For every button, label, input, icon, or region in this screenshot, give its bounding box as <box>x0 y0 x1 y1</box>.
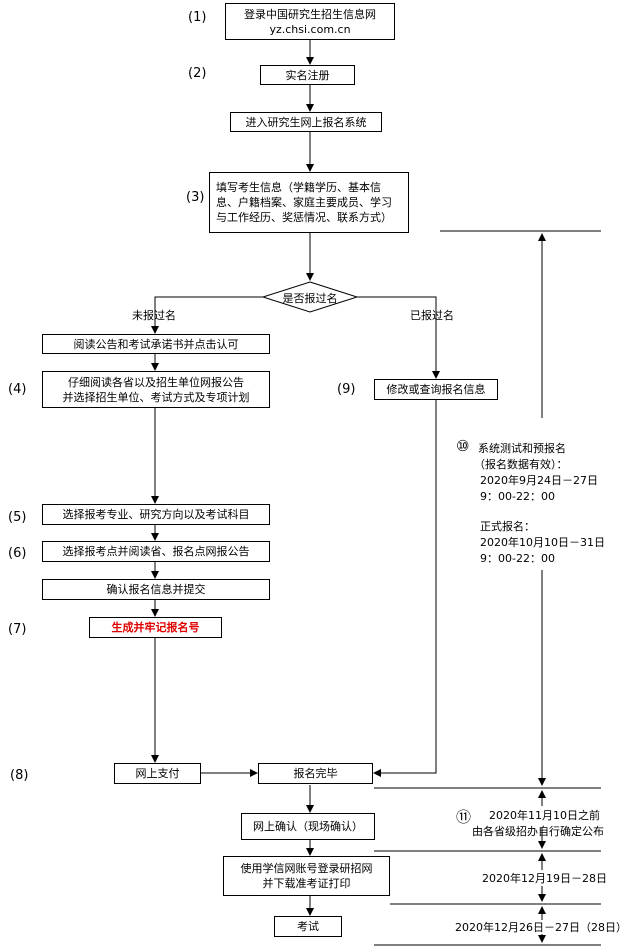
step-number-2: (2) <box>188 66 207 81</box>
decision-label: 是否报过名 <box>282 292 338 305</box>
box-online-confirm: 网上确认（现场确认） <box>241 813 375 840</box>
info-formal-title: 正式报名： <box>480 520 535 533</box>
info-formal-date: 2020年10月10日－31日 <box>480 536 605 549</box>
box-registration-done: 报名完毕 <box>258 763 373 784</box>
fill-line-2: 息、户籍档案、家庭主要成员、学习 <box>216 196 392 209</box>
info-confirm-date: 2020年11月10日之前 <box>489 809 600 822</box>
box-read-notice: 阅读公告和考试承诺书并点击认可 <box>42 334 270 354</box>
info-formal-time: 9：00-22：00 <box>480 552 555 565</box>
box-login-website: 登录中国研究生招生信息网 yz.chsi.com.cn <box>225 3 395 40</box>
box-real-name-register: 实名注册 <box>260 65 355 85</box>
step-number-3: (3) <box>186 190 205 205</box>
download-line-1: 使用学信网账号登录研招网 <box>240 862 373 875</box>
box-exam: 考试 <box>274 916 342 937</box>
info-test-time: 9：00-22：00 <box>480 490 555 503</box>
box-read-detail: 仔细阅读各省以及招生单位网报公告 并选择招生单位、考试方式及专项计划 <box>42 371 270 408</box>
step-number-7: (7) <box>8 622 27 637</box>
box-confirm-submit: 确认报名信息并提交 <box>42 579 270 600</box>
step-number-9: (9) <box>337 382 356 397</box>
box-enter-system: 进入研究生网上报名系统 <box>230 112 382 132</box>
download-line-2: 并下载准考证打印 <box>262 877 351 890</box>
box-modify-query: 修改或查询报名信息 <box>374 379 498 400</box>
box-generate-number: 生成并牢记报名号 <box>89 617 222 638</box>
box-fill-info: 填写考生信息（学籍学历、基本信 息、户籍档案、家庭主要成员、学习 与工作经历、奖… <box>209 172 409 233</box>
fill-line-1: 填写考生信息（学籍学历、基本信 <box>216 181 381 194</box>
step-number-6: (6) <box>8 546 27 561</box>
info-test-title: 系统测试和预报名 <box>478 442 566 455</box>
branch-yes-label: 已报过名 <box>410 309 454 322</box>
fill-line-3: 与工作经历、奖惩情况、联系方式） <box>216 211 392 224</box>
login-line-2: yz.chsi.com.cn <box>269 22 351 36</box>
info-test-note: （报名数据有效）： <box>474 458 568 471</box>
box-download-ticket: 使用学信网账号登录研招网 并下载准考证打印 <box>223 856 390 896</box>
branch-no-line <box>151 296 263 334</box>
info-test-date: 2020年9月24日－27日 <box>480 474 598 487</box>
branch-no-label: 未报过名 <box>132 309 176 322</box>
info-print-date: 2020年12月19日－28日 <box>482 871 607 886</box>
arrow-modify-done <box>373 400 437 777</box>
box-select-site: 选择报考点并阅读省、报名点网报公告 <box>42 541 270 562</box>
info-exam-date: 2020年12月26日－27日（28日） <box>455 921 627 934</box>
info-confirm-note: 由各省级招办自行确定公布 <box>472 825 604 838</box>
step-number-1: (1) <box>188 10 207 25</box>
step-number-4: (4) <box>8 382 27 397</box>
box-select-major: 选择报考专业、研究方向以及考试科目 <box>42 504 270 525</box>
detail-line-2: 并选择招生单位、考试方式及专项计划 <box>62 390 250 404</box>
step-number-10: ⑩ <box>456 437 470 455</box>
branch-yes-line <box>357 296 440 379</box>
login-line-1: 登录中国研究生招生信息网 <box>244 7 376 21</box>
box-online-payment: 网上支付 <box>114 763 201 784</box>
step-number-5: (5) <box>8 510 27 525</box>
detail-line-1: 仔细阅读各省以及招生单位网报公告 <box>68 375 244 389</box>
decision-diamond <box>261 281 359 313</box>
step-number-8: (8) <box>10 768 29 783</box>
step-number-11: ⑪ <box>456 808 472 826</box>
